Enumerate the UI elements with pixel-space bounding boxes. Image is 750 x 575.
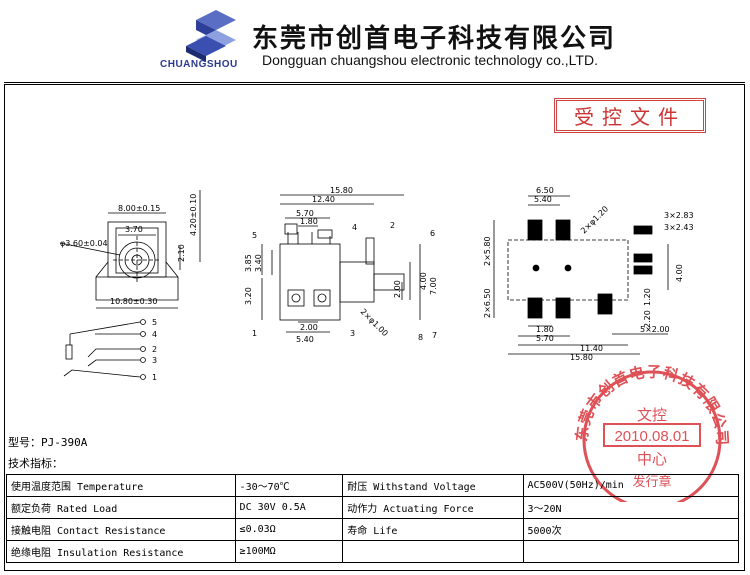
side-view: 15.80 12.40 5.70 1.80 3.85 3.40 3.20 2.0… [244,186,438,344]
pin-label-1: 1 [152,373,157,382]
drawing-frame [4,84,745,571]
dim-pcb-w-540: 5.40 [534,195,552,204]
side-label-6: 6 [430,229,435,238]
dim-side-h-320: 3.20 [244,287,253,305]
dim-side-h-700: 7.00 [429,277,438,295]
dim-side-w-total: 15.80 [330,186,353,195]
dim-front-w-bottom: 10.80±0.30 [110,297,157,306]
controlled-document-box: 受控文件 [554,98,706,133]
dim-pcb-w-650: 6.50 [536,186,554,195]
spec-cell: 3～20N [522,496,739,519]
spec-cell: 5000次 [522,518,739,541]
controlled-document-label: 受控文件 [574,105,686,129]
table-row: 使用温度范围 Temperature -30～70℃ 耐压 Withstand … [6,474,739,497]
logo-text: CHUANGSHOU [160,59,238,70]
company-name-cn: 东莞市创首电子科技有限公司 [252,24,617,54]
spec-cell: 绝缘电阻 Insulation Resistance [6,540,236,563]
dim-pcb-b-570: 5.70 [536,334,554,343]
dim-pcb-h-120: 1.20 [643,288,652,306]
spec-cell: ≤0.03Ω [234,518,344,541]
dim-pcb-r-243: 3×2.43 [664,223,694,232]
dim-pcb-r-283: 3×2.83 [664,211,694,220]
spec-cell: 额定负荷 Rated Load [6,496,236,519]
dim-pcb-hole: 2×φ1.20 [579,204,610,235]
dim-pcb-h-650: 2×6.50 [483,288,492,318]
spec-cell: ≥100MΩ [234,540,344,563]
dim-side-h-340: 3.40 [254,254,263,272]
model-number: 型号：PJ-390A [8,436,88,449]
dim-front-w-mid: 3.70 [125,225,143,234]
company-logo-icon [186,10,236,62]
dim-pcb-b-1580: 15.80 [570,353,593,362]
pin-label-5: 5 [152,318,157,327]
spec-cell [522,540,739,563]
dim-side-w-12: 12.40 [312,195,335,204]
dim-front-h-side: 2.10 [177,244,186,262]
dim-pcb-h-400: 4.00 [675,264,684,282]
dim-side-h-385: 3.85 [244,254,253,272]
dim-front-h-right: 4.20±0.10 [189,194,198,236]
spec-cell: 耐压 Withstand Voltage [342,474,524,497]
dim-pcb-b-180: 1.80 [536,325,554,334]
dim-front-dia: φ3.60±0.04 [60,239,108,248]
pin-label-3: 3 [152,356,157,365]
table-row: 接触电阻 Contact Resistance ≤0.03Ω 寿命 Life 5… [6,518,739,541]
side-label-1: 1 [252,329,257,338]
dim-side-w-200: 2.00 [300,323,318,332]
pcb-layout: 6.50 5.40 2×φ1.20 2×5.80 2×6.50 3×2.83 3… [483,186,694,362]
dim-pcb-b-1140: 11.40 [580,344,603,353]
side-label-4: 4 [352,223,357,232]
table-row: 绝缘电阻 Insulation Resistance ≥100MΩ [6,540,739,563]
front-view: 8.00±0.15 3.70 4.20±0.10 2.10 φ3.60±0.04… [59,190,201,309]
spec-cell [342,540,524,563]
dim-pcb-b-520: 5×2.00 [640,325,670,334]
dim-side-w-540: 5.40 [296,335,314,344]
side-label-2: 2 [390,221,395,230]
spec-table: 使用温度范围 Temperature -30～70℃ 耐压 Withstand … [6,474,739,563]
dim-side-w-18: 1.80 [300,217,318,226]
dim-side-h-200: 2.00 [393,280,402,298]
spec-cell: AC500V(50Hz)/min [522,474,739,497]
dim-side-w-57: 5.70 [296,209,314,218]
side-label-5: 5 [252,231,257,240]
company-name-en: Dongguan chuangshou electronic technolog… [262,52,598,68]
spec-cell: 使用温度范围 Temperature [6,474,236,497]
schematic: 5 4 2 3 1 [63,318,157,382]
dim-pcb-h-220: 2.20 [643,310,652,328]
dim-side-hole: 2×φ1.00 [359,307,390,338]
side-label-8: 8 [418,333,423,342]
side-label-7: 7 [432,331,437,340]
pin-label-2: 2 [152,345,157,354]
spec-cell: 接触电阻 Contact Resistance [6,518,236,541]
side-label-3: 3 [350,329,355,338]
dim-side-h-400: 4.00 [419,272,428,290]
spec-cell: 动作力 Actuating Force [342,496,524,519]
spec-cell: -30～70℃ [234,474,344,497]
spec-title: 技术指标： [8,457,63,470]
dim-front-w-top: 8.00±0.15 [118,204,160,213]
table-row: 额定负荷 Rated Load DC 30V 0.5A 动作力 Actuatin… [6,496,739,519]
spec-cell: DC 30V 0.5A [234,496,344,519]
spec-cell: 寿命 Life [342,518,524,541]
dim-pcb-h-580: 2×5.80 [483,236,492,266]
header-rule [4,82,745,83]
pin-label-4: 4 [152,330,157,339]
